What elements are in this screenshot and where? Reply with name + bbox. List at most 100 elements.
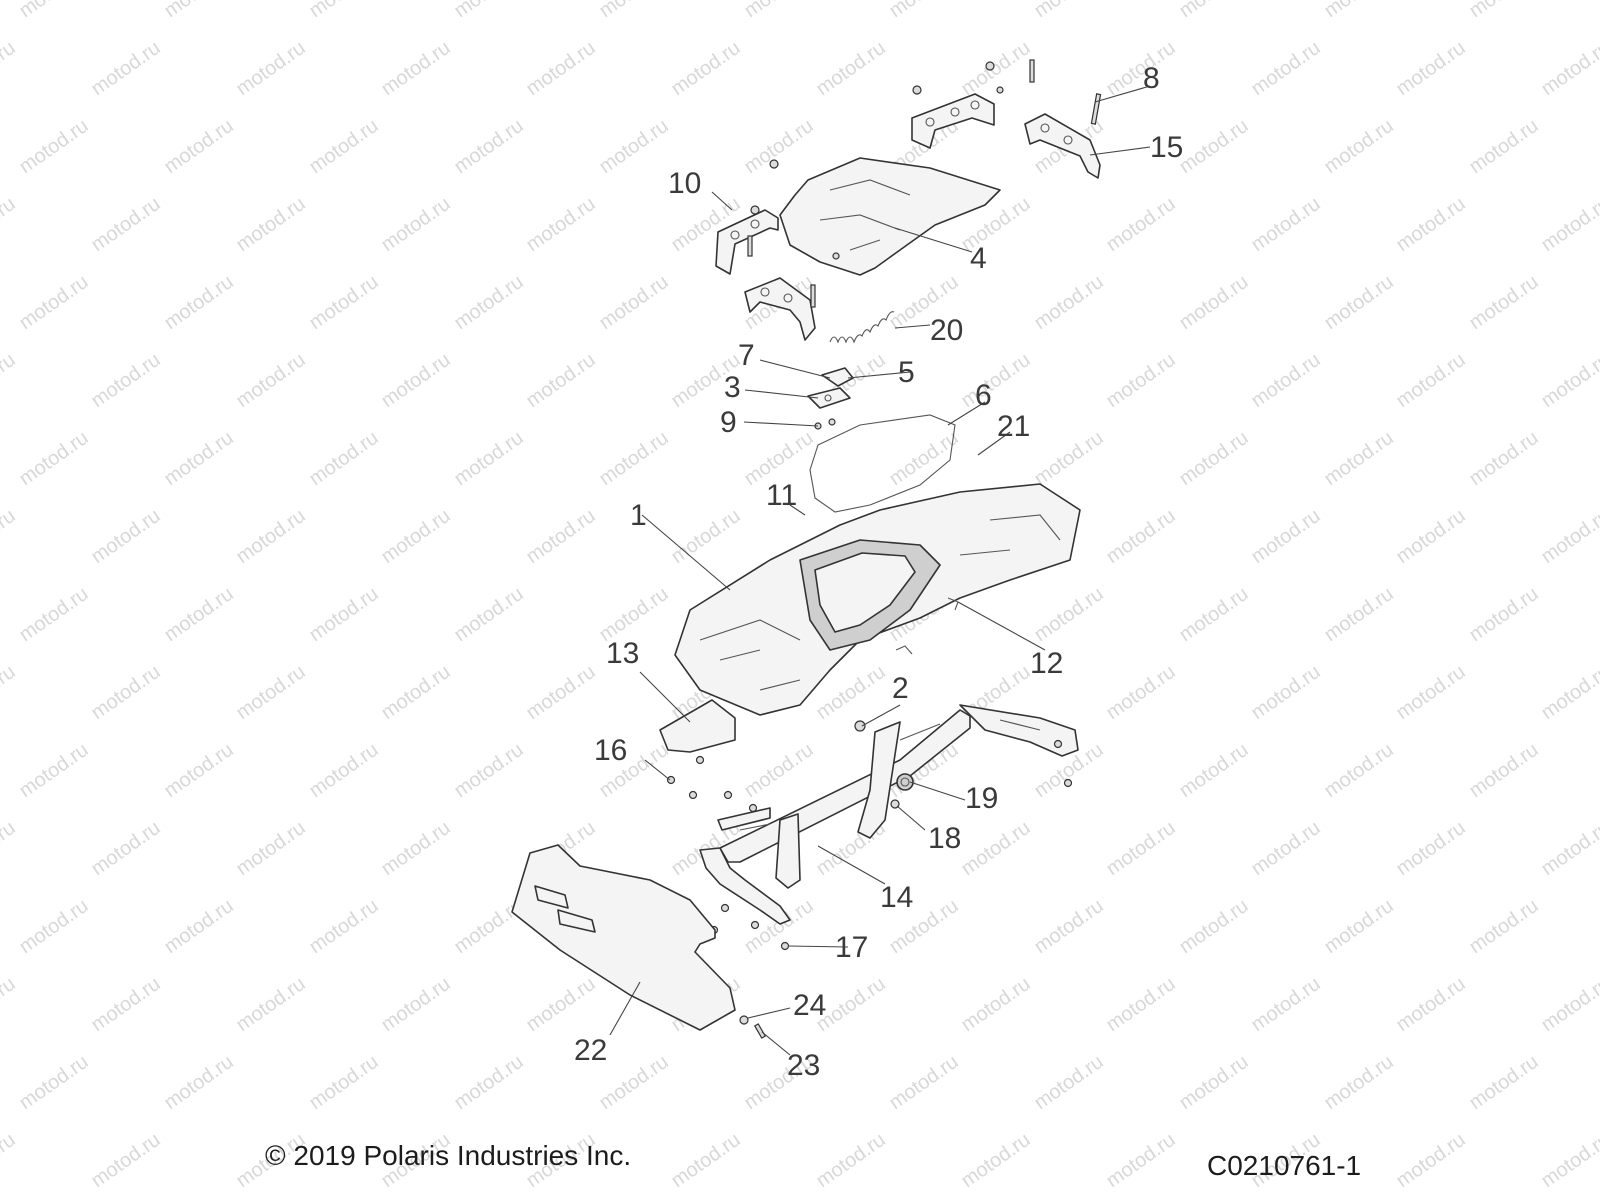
watermark-text: motod.ru	[160, 739, 237, 802]
watermark-text: motod.ru	[450, 427, 527, 490]
watermark-text: motod.ru	[812, 1129, 889, 1192]
watermark-text: motod.ru	[667, 1129, 744, 1192]
watermark-text: motod.ru	[1247, 505, 1324, 568]
watermark-text: motod.ru	[1247, 37, 1324, 100]
watermark-text: motod.ru	[885, 427, 962, 490]
callout-5: 5	[898, 356, 915, 389]
watermark-text: motod.ru	[1320, 271, 1397, 334]
part-bracket-left-upper	[715, 209, 779, 275]
watermark-text: motod.ru	[87, 505, 164, 568]
watermark-text: motod.ru	[1175, 0, 1252, 22]
watermark-text: motod.ru	[15, 583, 92, 646]
watermark-text: motod.ru	[1465, 0, 1542, 22]
watermark-text: motod.ru	[595, 0, 672, 22]
watermark-text: motod.ru	[595, 271, 672, 334]
watermark-text: motod.ru	[450, 1051, 527, 1114]
callout-6: 6	[975, 379, 992, 412]
watermark-text: motod.ru	[15, 0, 92, 22]
watermark-text: motod.ru	[1320, 0, 1397, 22]
watermark-text: motod.ru	[957, 1129, 1034, 1192]
callout-9: 9	[720, 406, 737, 439]
watermark-text: motod.ru	[15, 1051, 92, 1114]
watermark-text: motod.ru	[450, 115, 527, 178]
callout-24: 24	[793, 989, 826, 1022]
callout-12: 12	[1030, 647, 1063, 680]
watermark-text: motod.ru	[377, 817, 454, 880]
callout-1: 1	[630, 499, 647, 532]
watermark-text: motod.ru	[87, 37, 164, 100]
part-14-frame	[699, 704, 1079, 925]
watermark-text: motod.ru	[87, 1129, 164, 1192]
watermark-text: motod.ru	[1247, 661, 1324, 724]
part-16-fasteners	[666, 739, 1073, 813]
part-15-bracket	[1024, 113, 1101, 179]
watermark-text: motod.ru	[885, 0, 962, 22]
part-1-fender	[674, 483, 1081, 716]
watermark-text: motod.ru	[87, 817, 164, 880]
watermark-text: motod.ru	[1465, 583, 1542, 646]
watermark-text: motod.ru	[377, 661, 454, 724]
watermark-text: motod.ru	[160, 271, 237, 334]
callout-2: 2	[892, 672, 909, 705]
part-13-panel	[659, 699, 736, 753]
watermark-text: motod.ru	[0, 1129, 20, 1192]
watermark-text: motod.ru	[450, 739, 527, 802]
watermark-text: motod.ru	[232, 349, 309, 412]
watermark-text: motod.ru	[377, 505, 454, 568]
watermark-text: motod.ru	[1030, 1051, 1107, 1114]
watermark-text: motod.ru	[1392, 1129, 1469, 1192]
callout-13: 13	[606, 637, 639, 670]
part-bolts-top	[747, 59, 1035, 308]
callout-7: 7	[738, 339, 755, 372]
watermark-text: motod.ru	[0, 193, 20, 256]
watermark-text: motod.ru	[87, 973, 164, 1036]
watermark-text: motod.ru	[1247, 817, 1324, 880]
callout-20: 20	[930, 314, 963, 347]
part-bracket-top-center	[911, 93, 995, 149]
watermark-text: motod.ru	[232, 817, 309, 880]
watermark-text: motod.ru	[0, 349, 20, 412]
watermark-text: motod.ru	[1175, 583, 1252, 646]
watermark-text: motod.ru	[15, 427, 92, 490]
watermark-text: motod.ru	[377, 973, 454, 1036]
watermark-text: motod.ru	[1537, 505, 1600, 568]
watermark-text: motod.ru	[1537, 37, 1600, 100]
watermark-text: motod.ru	[1320, 427, 1397, 490]
watermark-text: motod.ru	[1102, 193, 1179, 256]
watermark-text: motod.ru	[87, 349, 164, 412]
watermark-text: motod.ru	[595, 427, 672, 490]
watermark-text: motod.ru	[522, 37, 599, 100]
part-2-nut	[854, 720, 866, 732]
watermark-text: motod.ru	[1102, 1129, 1179, 1192]
watermark-text: motod.ru	[1392, 193, 1469, 256]
watermark-text: motod.ru	[1030, 0, 1107, 22]
watermark-text: motod.ru	[957, 973, 1034, 1036]
watermark-text: motod.ru	[305, 1051, 382, 1114]
part-8-bolt	[1090, 93, 1102, 125]
watermark-text: motod.ru	[160, 115, 237, 178]
watermark-text: motod.ru	[1465, 739, 1542, 802]
watermark-text: motod.ru	[1175, 115, 1252, 178]
watermark-text: motod.ru	[232, 973, 309, 1036]
watermark-text: motod.ru	[1030, 895, 1107, 958]
watermark-text: motod.ru	[1392, 661, 1469, 724]
watermark-text: motod.ru	[522, 505, 599, 568]
watermark-text: motod.ru	[15, 895, 92, 958]
watermark-text: motod.ru	[1320, 115, 1397, 178]
part-3-latch-plate	[807, 387, 851, 409]
watermark-text: motod.ru	[740, 0, 817, 22]
part-9-fasteners	[814, 418, 836, 430]
watermark-text: motod.ru	[1465, 115, 1542, 178]
leader-lines	[609, 85, 1151, 1056]
watermark-text: motod.ru	[1537, 349, 1600, 412]
watermark-text: motod.ru	[15, 115, 92, 178]
watermark-text: motod.ru	[0, 661, 20, 724]
watermark-text: motod.ru	[305, 115, 382, 178]
watermark-text: motod.ru	[1392, 817, 1469, 880]
watermark-text: motod.ru	[522, 661, 599, 724]
watermark-text: motod.ru	[1175, 427, 1252, 490]
watermark-text: motod.ru	[0, 973, 20, 1036]
watermark-text: motod.ru	[1465, 1051, 1542, 1114]
watermark-text: motod.ru	[160, 895, 237, 958]
watermark-text: motod.ru	[232, 37, 309, 100]
